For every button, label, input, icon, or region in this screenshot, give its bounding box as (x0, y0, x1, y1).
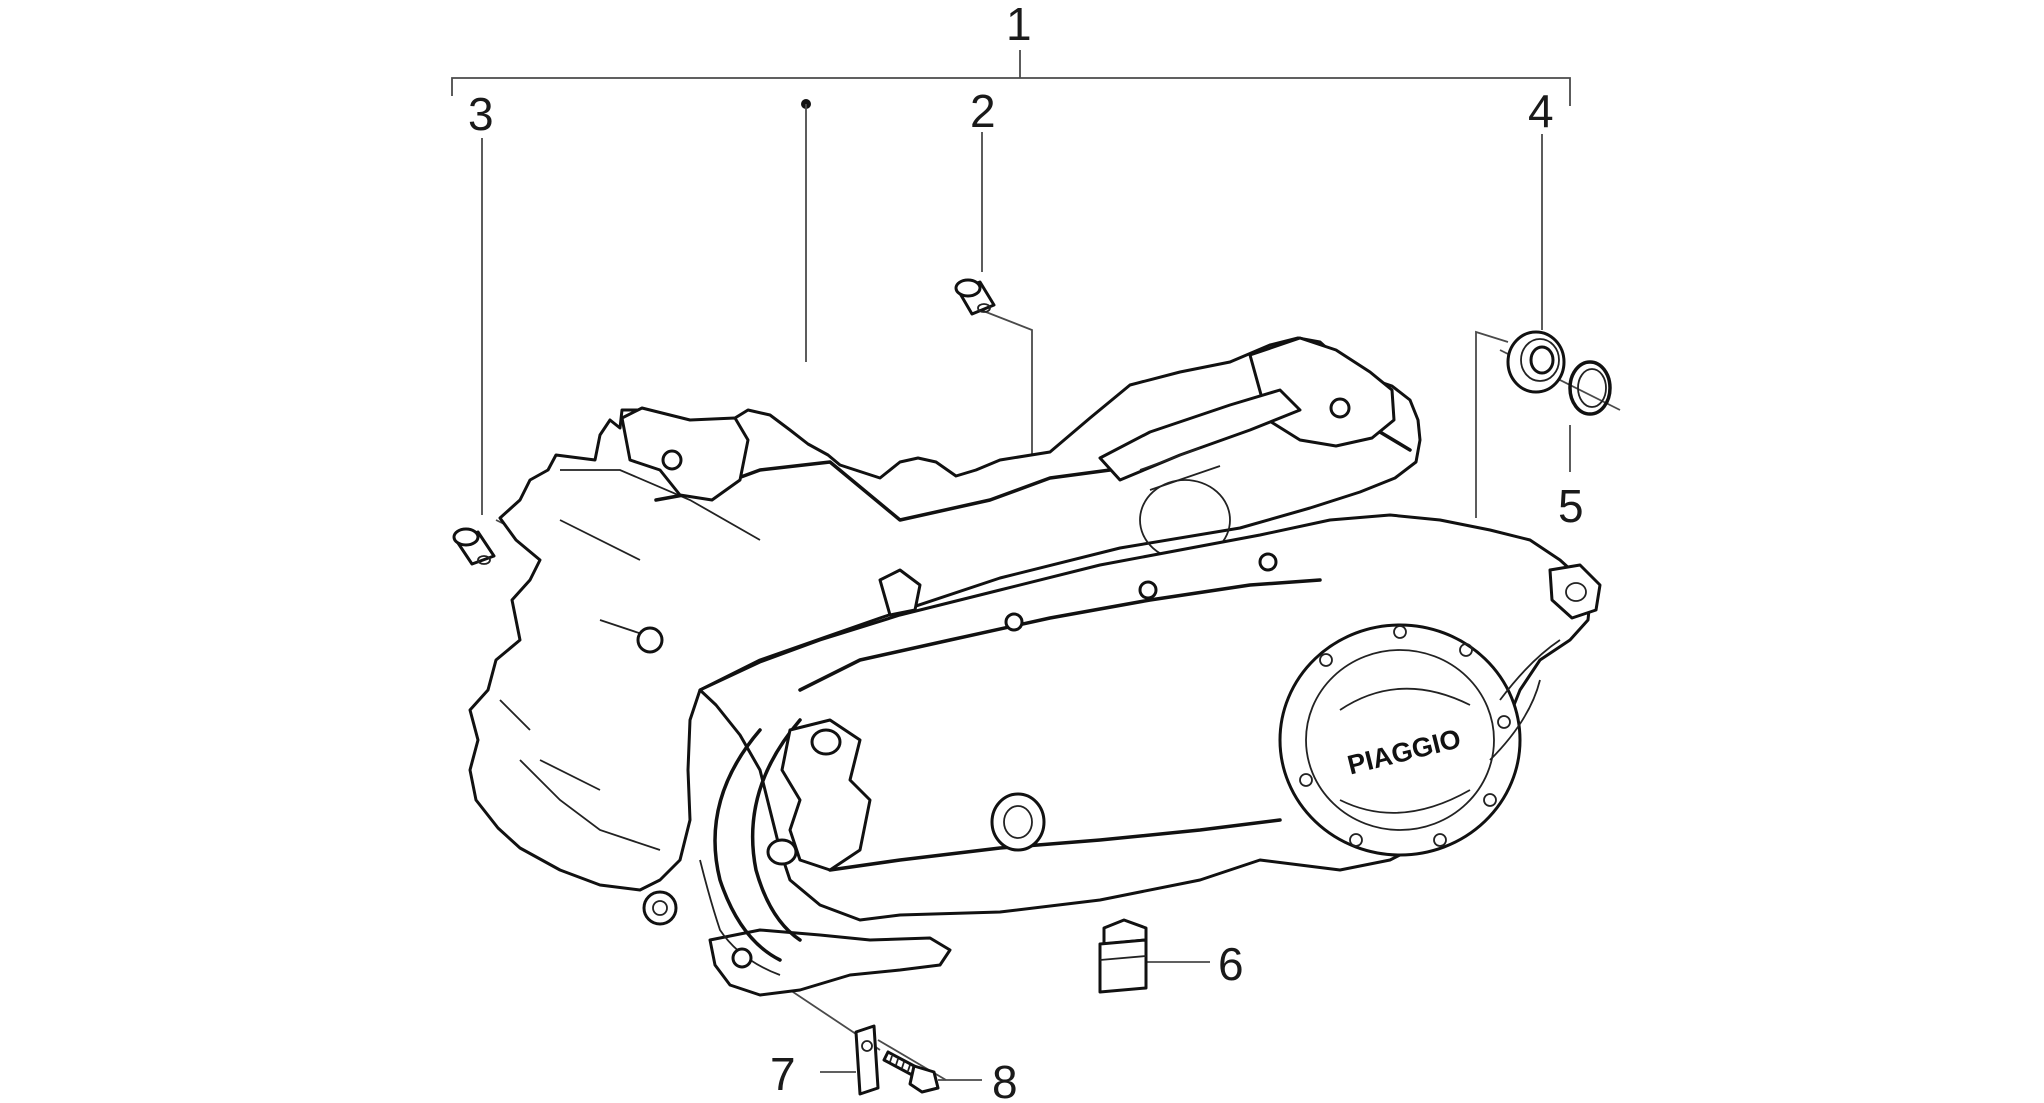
bolt-thread (889, 1055, 911, 1072)
cover-bolt (1004, 612, 1024, 632)
cover-bolt (1138, 580, 1158, 600)
dowel-pin-3-hole (477, 555, 491, 565)
logo-swoosh-bottom (1339, 789, 1471, 814)
plate-bolt (1393, 625, 1407, 639)
lower-mount-hole (652, 900, 668, 916)
clutch-plate (1278, 623, 1522, 857)
cover-inner-edge (798, 578, 1322, 692)
variator-arc-outer (713, 728, 782, 962)
part-6-clip-block (1098, 918, 1148, 994)
crankcase-ridge-1 (539, 469, 761, 791)
variator-arc-inner (750, 718, 802, 942)
variator-bracket (780, 718, 872, 872)
variator-wire (699, 859, 781, 976)
transmission-cover: PIAGGIO (698, 513, 1602, 997)
cover-body-curve (828, 818, 1282, 872)
clip-body (1098, 938, 1148, 994)
callout-label-6: 6 (1218, 938, 1244, 990)
lower-mount-boss (642, 890, 678, 926)
callout-label-5: 5 (1558, 480, 1584, 532)
callout-labels: 1 2 3 4 5 6 7 8 (468, 0, 1584, 1103)
mount-hole-right (1329, 397, 1351, 419)
cover-lower-flange (708, 928, 952, 997)
leader-2-b (967, 304, 1033, 500)
part-8-bolt (882, 1050, 940, 1094)
circlip-ring (1568, 360, 1612, 416)
plate-bolt (1497, 715, 1511, 729)
clutch-plate-inner (1305, 649, 1495, 831)
plate-bolts (1299, 625, 1511, 847)
part-4-bearing (1506, 330, 1566, 394)
callout-label-2: 2 (970, 85, 996, 137)
leader-4-b (1475, 330, 1509, 518)
clip-edge (1099, 955, 1147, 961)
rear-hub-lug (1548, 563, 1602, 620)
logo-swoosh-top (1339, 687, 1471, 711)
mount-boss-right (1248, 336, 1396, 448)
mount-hole-left (661, 449, 683, 471)
inner-pocket (878, 568, 922, 617)
plate-bolt (1483, 793, 1497, 807)
drain-screw (731, 947, 753, 969)
case-rib-lower (499, 699, 661, 851)
circlip-inner (1577, 368, 1607, 408)
callout-label-4: 4 (1528, 85, 1554, 137)
bolt-head (908, 1064, 940, 1094)
plate-clip-hole (861, 1040, 873, 1052)
bracket-pin-upper (810, 728, 842, 756)
callout-label-7: 7 (770, 1048, 796, 1100)
assembly-bracket (451, 50, 1571, 106)
cover-bolt (1258, 552, 1278, 572)
side-mount-boss (636, 626, 664, 654)
part-5-circlip (1568, 360, 1612, 416)
part-7-plate-clip (854, 1024, 880, 1096)
bracket-pin-lower (766, 838, 798, 866)
dowel-pin-2-end (954, 278, 982, 298)
bearing-inner (1529, 345, 1555, 375)
callout-label-3: 3 (468, 88, 494, 140)
crankcase-half (468, 336, 1422, 892)
bearing-middle (1520, 338, 1560, 382)
callout-label-8: 8 (992, 1056, 1018, 1103)
callout-label-1: 1 (1006, 0, 1032, 50)
clip-top (1102, 918, 1148, 946)
dowel-pin-3-end (452, 527, 480, 547)
plate-bolt (1319, 653, 1333, 667)
rear-hub-hole (1565, 582, 1587, 602)
plate-bolt (1459, 643, 1473, 657)
plate-bolt (1349, 833, 1363, 847)
dowel-pin-2-hole (977, 303, 991, 313)
rear-hub-shading (1489, 639, 1561, 761)
kickstart-hole (1003, 805, 1033, 839)
part-3-dowel-pin (452, 527, 496, 566)
mount-boss-left (620, 406, 750, 502)
bridge-arm (1098, 388, 1302, 482)
part-2-dowel-pin (954, 278, 996, 316)
variator-area (636, 626, 872, 976)
kickstart-boss (990, 792, 1046, 852)
plate-bolt (1433, 833, 1447, 847)
plate-bolt (1299, 773, 1313, 787)
plate-clip-body (854, 1024, 880, 1096)
